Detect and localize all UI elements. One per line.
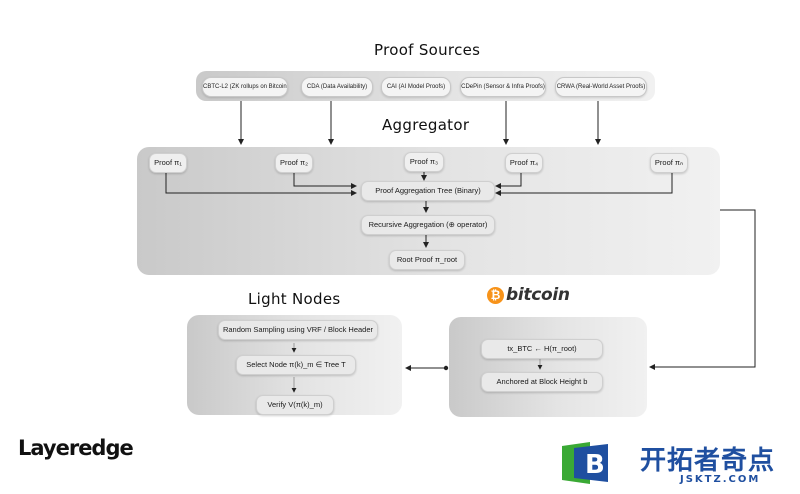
anchored-block-height: Anchored at Block Height b	[481, 372, 603, 392]
proof-aggregation-tree: Proof Aggregation Tree (Binary)	[361, 181, 495, 201]
proof-n: Proof πₙ	[650, 153, 688, 173]
svg-text:B: B	[585, 450, 605, 480]
proof-4: Proof π₄	[505, 153, 543, 173]
watermark-logo-icon: B	[562, 442, 608, 484]
select-node: Select Node π(k)_m ∈ Tree T	[236, 355, 356, 375]
proof-1: Proof π₁	[149, 153, 187, 173]
watermark-chinese-text: 开拓者奇点	[640, 446, 776, 476]
source-cai: CAI (AI Model Proofs)	[381, 77, 451, 97]
aggregator-title: Aggregator	[382, 116, 470, 134]
root-proof: Root Proof π_root	[389, 250, 465, 270]
source-crwa: CRWA (Real-World Asset Proofs)	[555, 77, 647, 97]
tx-btc-hash: tx_BTC ← H(π_root)	[481, 339, 603, 359]
proof-2: Proof π₂	[275, 153, 313, 173]
bitcoin-coin-icon: ₿	[487, 286, 504, 304]
light-nodes-title: Light Nodes	[248, 290, 341, 308]
random-sampling: Random Sampling using VRF / Block Header	[218, 320, 378, 340]
verify-proof: Verify V(π(k)_m)	[256, 395, 334, 415]
bitcoin-panel	[449, 317, 647, 417]
source-cbtc-l2: CBTC-L2 (ZK rollups on Bitcoin)	[202, 77, 288, 97]
bitcoin-logo: ₿ bitcoin	[487, 285, 570, 305]
recursive-aggregation: Recursive Aggregation (⊕ operator)	[361, 215, 495, 235]
watermark-url: JSKTZ.COM	[680, 474, 761, 485]
source-cdepin: CDePin (Sensor & Infra Proofs)	[460, 77, 546, 97]
bitcoin-wordmark: bitcoin	[506, 285, 570, 305]
source-cda: CDA (Data Availability)	[301, 77, 373, 97]
proof-sources-title: Proof Sources	[374, 41, 481, 59]
proof-3: Proof π₃	[404, 152, 444, 172]
layeredge-logo: Layeredge	[18, 436, 134, 460]
